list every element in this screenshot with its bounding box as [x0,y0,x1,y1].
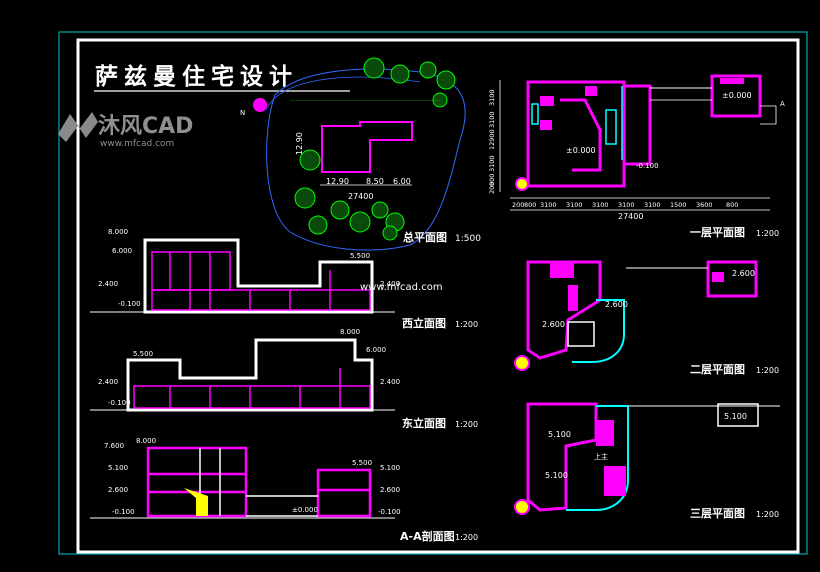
drawing-title: 萨兹曼住宅设计 [95,63,298,90]
west-elevation: 8.000 6.000 5.500 2.400 2.400 -0.100 www… [90,228,478,330]
section-level-3: 5.100 [108,464,128,472]
plan1-bottom-dim: 3100 [618,201,635,209]
plan3-room-label: 上主 [594,452,608,461]
plan1-left-dim: 800 [488,174,496,186]
west-level-2: 6.000 [112,247,132,255]
plan1-level-b: ±0.000 [722,91,752,100]
section-aa: 7.600 8.000 5.100 2.600 -0.100 5.500 5.1… [90,437,478,543]
section-level-2: 8.000 [136,437,156,445]
center-watermark: www.mfcad.com [360,282,443,293]
plan1-scale: 1:200 [756,229,779,238]
site-dim-depth: 12.90 [295,132,304,155]
west-level-1: 8.000 [108,228,128,236]
plan1-bottom-dim: 3100 [592,201,609,209]
plan2-scale: 1:200 [756,366,779,375]
site-dim-2: 8.50 [366,177,384,186]
site-caption: 总平面图 [403,230,447,244]
site-dim-total: 27400 [348,192,373,201]
site-dim-1: 12.90 [326,177,349,186]
watermark-brand: 沐风CAD [98,114,193,139]
section-caption: A-A剖面图 [400,529,455,543]
section-level-1: 7.600 [104,442,124,450]
plan3-level-a: 5.100 [548,430,571,439]
west-level-3: 5.500 [350,252,370,260]
plan1-bottom-dim: 800 [524,201,536,209]
west-level-5: 2.400 [380,280,400,288]
plan1-bottom-dim: 200 [512,201,524,209]
plan1-bottom-dim: 3100 [540,201,557,209]
plan1-left-dim: 3100 [488,155,496,172]
east-level-3: 5.500 [133,350,153,358]
plan1-bottom-dim: 3600 [696,201,713,209]
section-level-10: -0.100 [378,508,401,516]
east-level-2: 6.000 [366,346,386,354]
plan3-scale: 1:200 [756,510,779,519]
plan3-level-c: 5.100 [724,412,747,421]
plan1-bottom-dim: 3100 [644,201,661,209]
east-level-5: 2.400 [380,378,400,386]
third-floor-plan: 5.100 5.100 5.100 上主 三层平面图 1:200 [514,402,780,520]
site-dim-3: 6.00 [393,177,411,186]
plan1-level-c: -0.100 [636,162,659,170]
plan2-level-c: 2.600 [732,269,755,278]
plan1-left-dim: 200 [488,182,496,194]
east-caption: 东立面图 [402,416,446,430]
plan2-level-a: 2.600 [542,320,565,329]
plan1-bottom-dim: 3100 [566,201,583,209]
plan1-left-dim: 3100 [488,89,496,106]
section-level-8: 2.600 [380,486,400,494]
section-level-5: -0.100 [112,508,135,516]
plan2-level-b: 2.600 [605,300,628,309]
watermark-logo: 沐风CAD www.mfcad.com [58,112,193,149]
west-scale: 1:200 [455,320,478,329]
section-level-7: 5.100 [380,464,400,472]
logo-icon [58,112,98,142]
section-scale: 1:200 [455,533,478,542]
plan2-caption: 二层平面图 [690,363,745,376]
plan1-left-dim: 12900 [488,129,496,150]
site-scale: 1:500 [455,234,481,244]
north-label: N [240,109,245,117]
plan1-level-a: ±0.000 [566,146,596,155]
plan3-level-b: 5.100 [545,471,568,480]
section-level-6: 5.500 [352,459,372,467]
first-floor-plan: ±0.000 ±0.000 -0.100 A 27400 31003100129… [488,74,785,239]
west-level-6: -0.100 [118,300,141,308]
north-arrow: N [240,98,267,117]
east-level-4: 2.400 [98,378,118,386]
east-elevation: 8.000 6.000 5.500 2.400 2.400 -0.100 东立面… [90,328,478,430]
plan1-left-dim: 3100 [488,111,496,128]
plan1-caption: 一层平面图 [690,226,745,239]
plan1-bottom-dim: 800 [726,201,738,209]
plan1-total-dim: 27400 [618,212,643,221]
outer-frame [58,31,808,555]
west-caption: 西立面图 [402,316,446,330]
east-scale: 1:200 [455,420,478,429]
section-level-9: ±0.000 [292,506,318,514]
watermark-url: www.mfcad.com [100,139,174,149]
east-level-6: -0.100 [108,399,131,407]
plan3-caption: 三层平面图 [690,507,745,520]
second-floor-plan: 2.600 2.600 2.600 二层平面图 1:200 [514,260,779,376]
east-level-1: 8.000 [340,328,360,336]
plan1-bottom-dim: 1500 [670,201,687,209]
west-level-4: 2.400 [98,280,118,288]
section-level-4: 2.600 [108,486,128,494]
site-plan: 12.90 8.50 6.00 27400 12.90 总平面图 1:500 [265,57,481,251]
inner-frame [76,38,800,554]
plan1-section-mark: A [780,100,785,108]
